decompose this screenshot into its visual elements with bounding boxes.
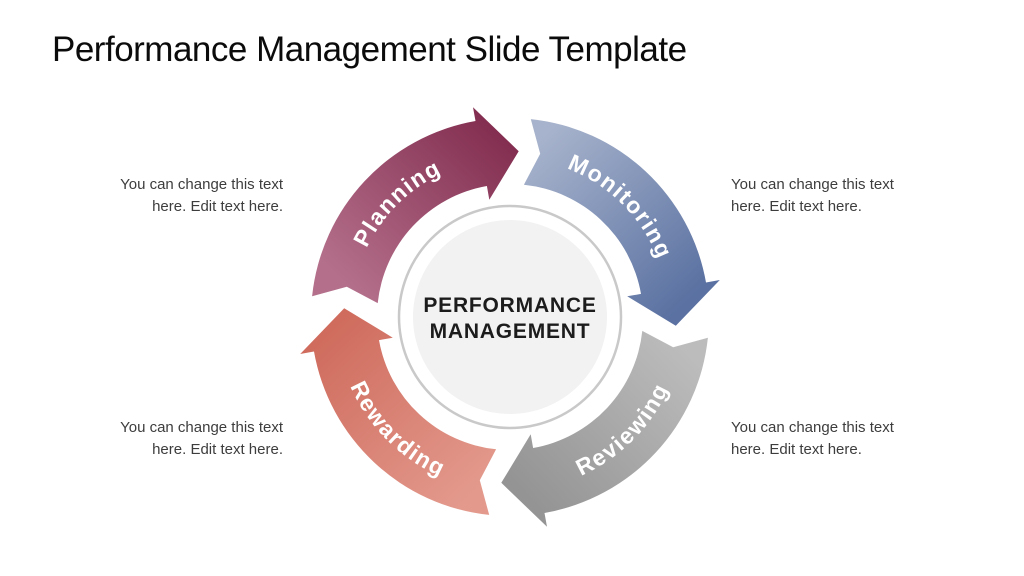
caption-line: You can change this text — [120, 176, 283, 193]
caption-line: here. Edit text here. — [731, 198, 862, 215]
slide-title: Performance Management Slide Template — [52, 30, 687, 69]
center-ring — [397, 204, 623, 430]
center-label-line1: PERFORMANCE — [423, 294, 596, 317]
caption-top-left: You can change this text here. Edit text… — [93, 174, 283, 218]
arrow-planning — [312, 107, 519, 304]
arrow-monitoring — [523, 119, 720, 326]
caption-line: here. Edit text here. — [731, 441, 862, 458]
caption-line: You can change this text — [731, 419, 894, 436]
arrow-reviewing — [501, 330, 708, 527]
arrow-rewarding — [300, 308, 497, 515]
caption-bottom-right: You can change this text here. Edit text… — [731, 417, 921, 461]
caption-line: You can change this text — [120, 419, 283, 436]
caption-line: here. Edit text here. — [152, 441, 283, 458]
caption-top-right: You can change this text here. Edit text… — [731, 174, 921, 218]
caption-line: You can change this text — [731, 176, 894, 193]
caption-bottom-left: You can change this text here. Edit text… — [93, 417, 283, 461]
caption-line: here. Edit text here. — [152, 198, 283, 215]
center-label-line2: MANAGEMENT — [430, 320, 591, 343]
center-circle — [413, 220, 607, 414]
